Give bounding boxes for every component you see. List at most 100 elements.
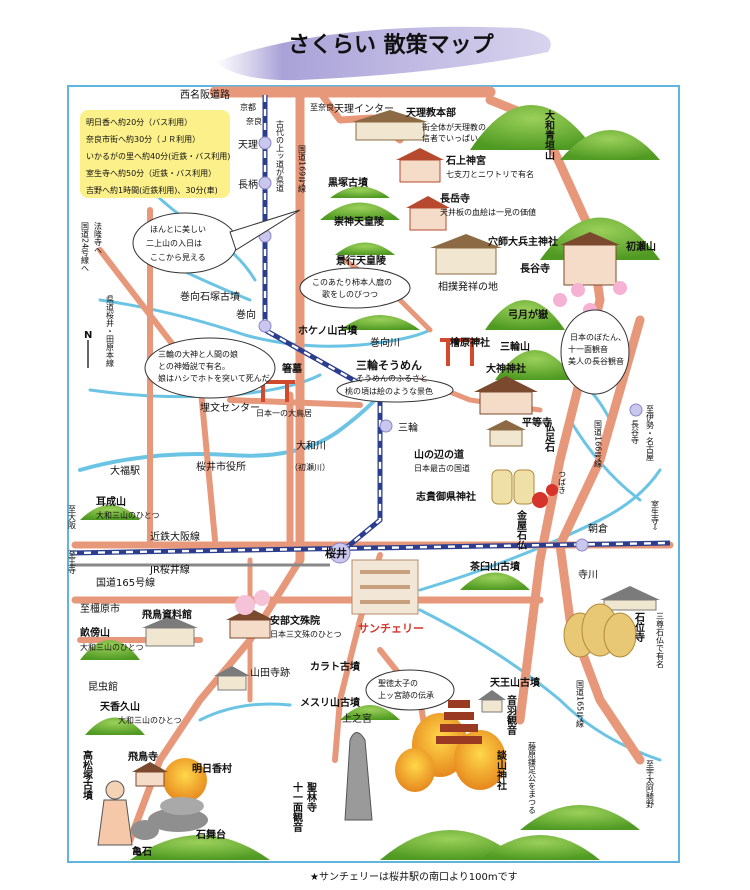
yamada-icon: [214, 666, 250, 691]
label-tenri-note-2: 信者でいっぱい: [422, 133, 478, 143]
bubble-momo: 桃の頃は絵のような景色: [336, 377, 454, 403]
hase-text-3: 美人の長谷観音: [568, 356, 624, 366]
asuka-woman-icon: [97, 780, 133, 846]
label-abe: 安部文殊院: [270, 614, 320, 627]
label-asuka-shiryokan: 飛鳥資料館: [141, 608, 192, 621]
anashi-icon: [430, 234, 502, 275]
station-kyoto: 京都: [240, 102, 256, 112]
label-tenri-honbu: 天理教本部: [406, 106, 456, 119]
label-hatsuse-river: （初瀬川）: [290, 462, 330, 472]
station-makimuku: 巻向: [236, 308, 256, 321]
footer-note: ★サンチェリーは桜井駅の南口より100mです: [310, 870, 518, 883]
road-to-nara: 至奈良: [310, 102, 334, 112]
label-kurozuka: 黒塚古墳: [328, 176, 369, 189]
buddha-statues-icon: [563, 603, 637, 658]
road-tenri-ic: 天理インター: [334, 103, 394, 115]
header: さくらい 散策マップ: [215, 26, 551, 81]
road-to-osaka: 至大阪: [68, 505, 77, 530]
north-arrow: N: [84, 330, 92, 368]
shotoku-text-1: 聖徳太子の: [378, 678, 418, 688]
label-sumo: 相撲発祥の地: [438, 280, 498, 293]
road-route165: 国道165号線: [96, 576, 155, 589]
label-chogakuji: 長岳寺: [440, 192, 470, 205]
label-hatsuse: 初瀬山: [626, 240, 656, 253]
station-miwa: 三輪: [398, 421, 418, 434]
label-torii-note: 日本一の大鳥居: [256, 408, 312, 418]
road-to-uda: 至宇太阿騎野: [646, 760, 655, 808]
label-hasedera: 長谷寺: [520, 262, 550, 275]
otowa-icon: [478, 690, 506, 713]
label-yamanobe-note: 日本最古の国道: [414, 463, 470, 473]
label-konchukan: 昆虫館: [88, 680, 118, 693]
station-sakurai: 桜井: [325, 546, 347, 560]
access-box: 明日香へ約20分（バス利用） 奈良市街へ約30分（ＪＲ利用） いかるがの里へ約4…: [80, 110, 230, 198]
road-route165b: 国道165号線: [576, 680, 585, 727]
label-shorinji-note: 十一面観音: [291, 781, 303, 833]
label-tenri-note-1: 街全体が天理教の: [422, 122, 486, 132]
kameishi-icon: [131, 820, 159, 840]
label-somen-note: そうめんのふるさと: [356, 374, 428, 383]
label-unebi-note: 大和三山のひとつ: [80, 642, 143, 652]
label-tanzan-note: 藤原鎌足公をまつる: [528, 741, 537, 814]
chogakuji-icon: [406, 196, 450, 231]
page-title: さくらい 散策マップ: [288, 32, 495, 58]
label-ishii-note: 三尊石仏で有名: [656, 612, 665, 669]
label-miwasan: 三輪山: [500, 340, 530, 353]
label-uenomiya: 上之宮: [342, 712, 372, 725]
road-jr: JR桜井線: [149, 563, 190, 576]
sanchery-building: [351, 559, 419, 615]
road-to-hase: 長谷寺: [631, 420, 640, 444]
access-line-4: 室生寺へ約50分（近鉄・バス利用）: [86, 168, 216, 178]
road-kintetsu: 近鉄大阪線: [150, 530, 200, 543]
label-shorinji: 聖林寺: [305, 781, 317, 813]
bubble-hase: 日本のぼたん、 十一面観音 美人の長谷観音: [560, 309, 630, 395]
road-nishinazaka: 西名阪道路: [180, 88, 230, 101]
isonokami-icon: [396, 148, 444, 183]
bubble-shotoku: 聖徳太子の 上ッ宮跡の伝承: [365, 669, 455, 711]
wakimoto-text-2: 歌をしのびつつ: [322, 289, 378, 299]
hasedera-icon: [560, 232, 620, 286]
label-shikimi: 志貴御県神社: [416, 490, 476, 503]
label-keiko: 景行天皇陵: [336, 254, 387, 267]
label-chausuyama: 茶臼山古墳: [469, 560, 521, 573]
label-isonokami-note: 七支刀とニワトリで有名: [446, 169, 534, 179]
hills: [80, 105, 660, 860]
map-frame: [67, 85, 680, 863]
station-terakawa: 寺川: [578, 569, 598, 581]
label-kanaya: 金屋石仏: [515, 509, 528, 551]
label-mesuri: メスリ山古墳: [300, 696, 361, 709]
label-ofuku: 大福駅: [110, 464, 140, 477]
momo-text: 桃の頃は絵のような景色: [345, 386, 433, 396]
label-omiwa: 大神神社: [486, 362, 526, 375]
label-kagu: 天香久山: [100, 700, 140, 713]
label-sanchery: サンチェリー: [358, 622, 424, 635]
hashihaka-text-3: 娘はハシでホトを突いて死んだ: [158, 373, 270, 383]
road-route24: 国道24号線へ: [81, 222, 90, 272]
label-yamato-river: 大和川: [296, 439, 326, 452]
label-miminashi-note: 大和三山のひとつ: [96, 510, 159, 520]
label-asukamura: 明日香村: [192, 762, 232, 775]
pagoda-icon: [436, 700, 482, 744]
label-yuzuki: 弓月が嶽: [508, 308, 549, 321]
label-miwa-somen: 三輪そうめん: [356, 358, 422, 372]
label-chogakuji-note: 天井板の血絵は一見の価値: [440, 207, 536, 217]
access-line-1: 明日香へ約20分（バス利用）: [86, 117, 192, 127]
road-labels: 西名阪道路 天理インター 至奈良 古代の上ッ道が県道 国道169号線 国道24号…: [68, 88, 660, 808]
abe-monjuin-icon: [226, 608, 274, 639]
label-unebi: 畝傍山: [80, 626, 110, 639]
label-sujin: 崇神天皇陵: [334, 215, 385, 228]
label-asukadera: 飛鳥寺: [127, 750, 158, 763]
shorinji-statue-icon: [344, 732, 373, 821]
bubble-wakimoto: このあたり柿本人麿の 歌をしのびつつ: [299, 267, 411, 309]
byodoji-icon: [486, 420, 526, 447]
station-asakura: 朝倉: [588, 522, 608, 535]
shotoku-text-2: 上ッ宮跡の伝承: [378, 690, 434, 700]
station-tenri: 天理: [238, 139, 258, 151]
access-line-5: 吉野へ約1時間(近鉄利用)、30分(車): [86, 185, 218, 195]
bubble-nijo-text-1: ほんとに美しい: [150, 224, 206, 234]
road-kodai: 古代の上ッ道が県道: [276, 119, 285, 193]
label-miminashi: 耳成山: [96, 495, 126, 508]
kanaya-buddha-icon: [491, 469, 535, 505]
bubble-nijo-text-2: 二上山の入日は: [146, 238, 202, 248]
